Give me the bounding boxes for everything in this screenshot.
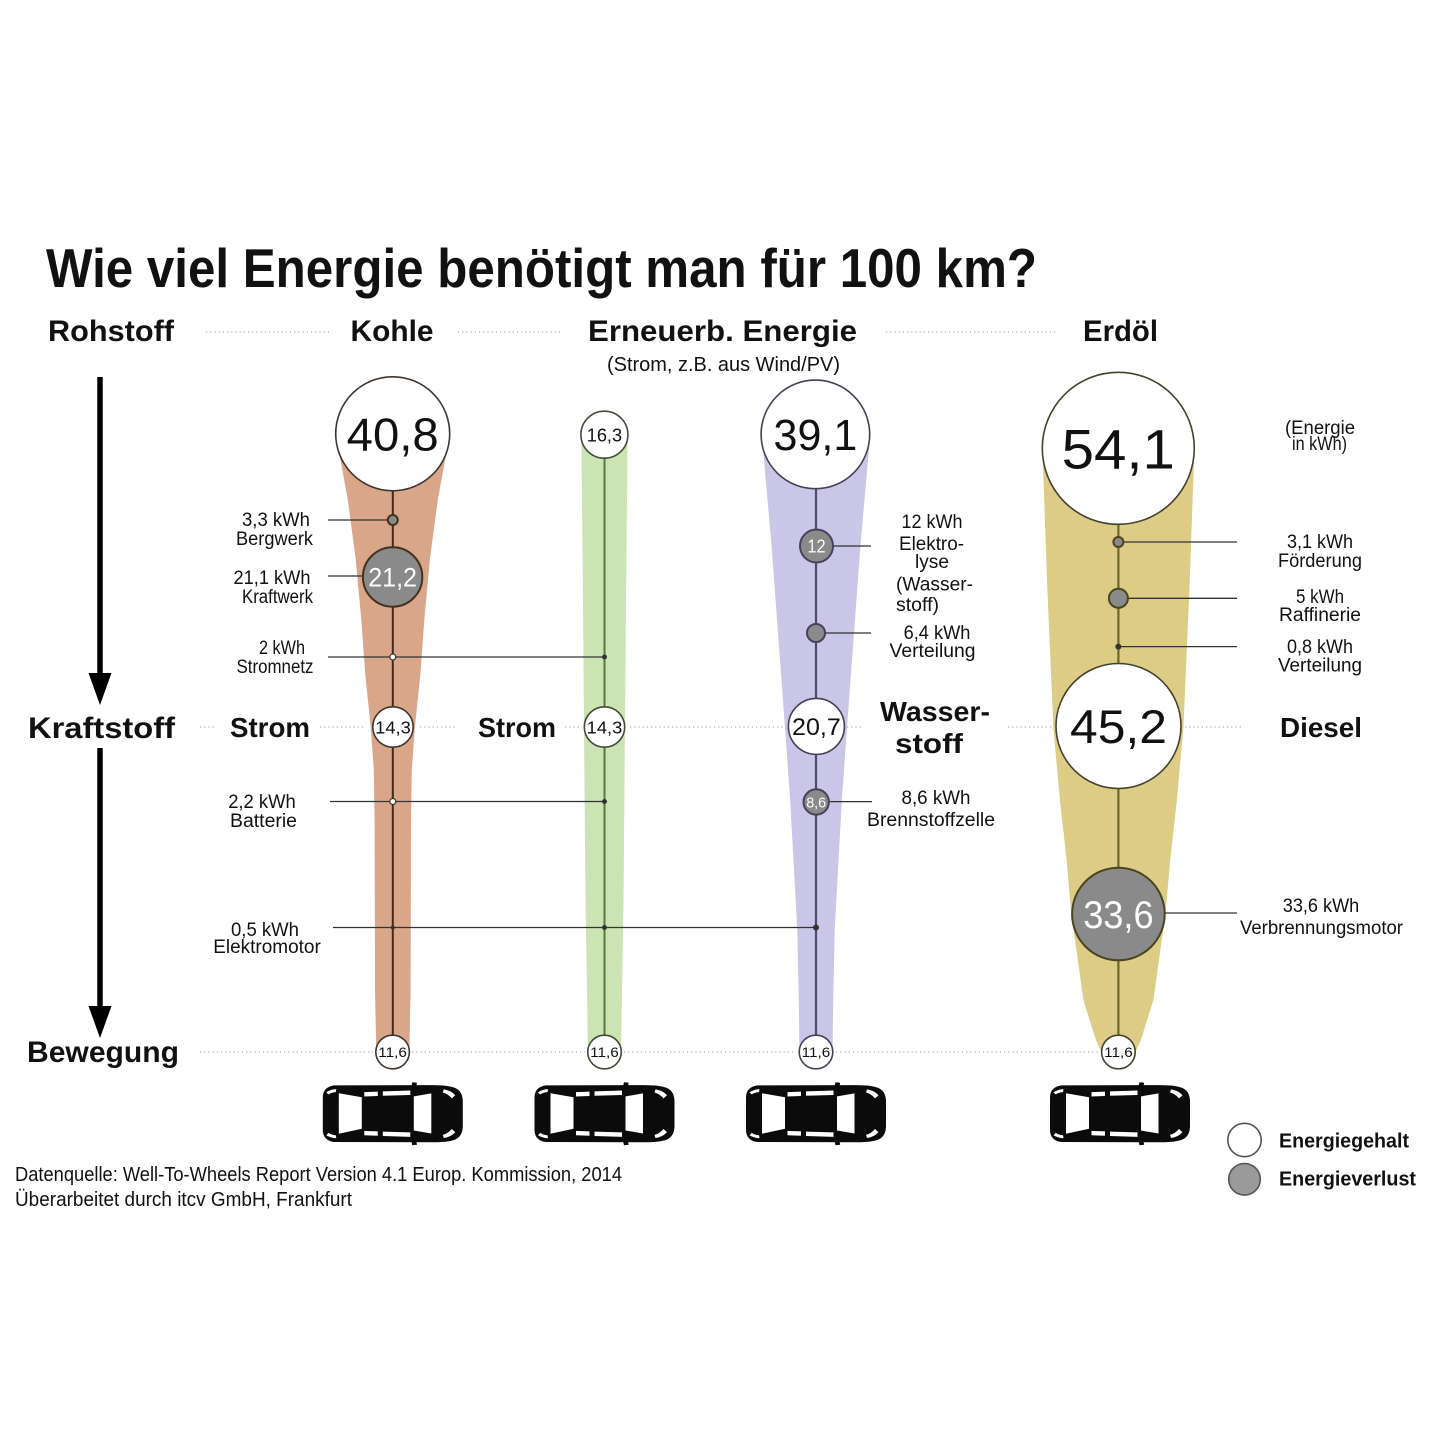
svg-text:Energiegehalt: Energiegehalt [1279, 1131, 1409, 1153]
svg-text:33,6: 33,6 [1083, 894, 1153, 937]
svg-text:8,6 kWh: 8,6 kWh [902, 788, 971, 809]
svg-text:(Wasser-: (Wasser- [896, 574, 973, 595]
svg-text:14,3: 14,3 [587, 717, 623, 737]
svg-text:33,6 kWh: 33,6 kWh [1283, 896, 1360, 917]
svg-text:16,3: 16,3 [587, 424, 622, 445]
svg-text:20,7: 20,7 [792, 715, 841, 741]
svg-text:11,6: 11,6 [590, 1044, 619, 1060]
svg-text:Überarbeitet durch itcv GmbH,: Überarbeitet durch itcv GmbH, Frankfurt [15, 1189, 352, 1211]
svg-text:Datenquelle: Well-To-Wheels Re: Datenquelle: Well-To-Wheels Report Versi… [15, 1164, 622, 1186]
svg-text:Erneuerb. Energie: Erneuerb. Energie [588, 315, 857, 348]
svg-text:Bergwerk: Bergwerk [236, 529, 313, 550]
svg-text:Verteilung: Verteilung [1278, 655, 1362, 676]
svg-text:(Strom, z.B. aus Wind/PV): (Strom, z.B. aus Wind/PV) [607, 354, 840, 376]
svg-text:3,1 kWh: 3,1 kWh [1287, 532, 1353, 553]
svg-text:Förderung: Förderung [1278, 551, 1362, 572]
svg-text:Verbrennungsmotor: Verbrennungsmotor [1240, 918, 1404, 939]
svg-text:6,4 kWh: 6,4 kWh [904, 623, 971, 644]
svg-text:Kraftstoff: Kraftstoff [28, 712, 176, 745]
svg-text:Batterie: Batterie [230, 811, 297, 832]
svg-text:45,2: 45,2 [1070, 700, 1167, 753]
svg-text:stoff: stoff [895, 728, 964, 759]
svg-text:Wasser-: Wasser- [880, 696, 990, 727]
svg-text:54,1: 54,1 [1062, 418, 1175, 481]
svg-text:Stromnetz: Stromnetz [237, 657, 314, 678]
svg-text:stoff): stoff) [896, 595, 939, 616]
svg-text:Rohstoff: Rohstoff [48, 315, 175, 348]
svg-text:Bewegung: Bewegung [27, 1036, 179, 1069]
svg-text:(Energie: (Energie [1285, 418, 1355, 439]
svg-text:Wie viel Energie benötigt man: Wie viel Energie benötigt man für 100 km… [46, 237, 1037, 299]
svg-text:11,6: 11,6 [1104, 1044, 1133, 1060]
svg-text:Kohle: Kohle [351, 315, 434, 348]
svg-text:21,1 kWh: 21,1 kWh [234, 568, 311, 589]
svg-text:2,2 kWh: 2,2 kWh [228, 792, 296, 813]
svg-text:Verteilung: Verteilung [890, 641, 976, 662]
svg-text:Strom: Strom [478, 712, 556, 743]
svg-text:Diesel: Diesel [1280, 712, 1362, 743]
svg-text:2 kWh: 2 kWh [259, 638, 305, 659]
svg-text:Kraftwerk: Kraftwerk [242, 587, 313, 608]
svg-text:Raffinerie: Raffinerie [1279, 605, 1361, 626]
svg-text:11,6: 11,6 [378, 1044, 407, 1060]
svg-text:in kWh): in kWh) [1292, 434, 1347, 455]
svg-text:Strom: Strom [230, 712, 310, 743]
svg-text:39,1: 39,1 [774, 412, 858, 460]
svg-text:5 kWh: 5 kWh [1296, 587, 1344, 608]
svg-text:14,3: 14,3 [375, 717, 411, 737]
svg-text:8,6: 8,6 [806, 794, 826, 811]
svg-text:Elektro-: Elektro- [899, 534, 964, 555]
svg-text:12: 12 [807, 536, 825, 557]
svg-text:3,3 kWh: 3,3 kWh [242, 510, 310, 531]
svg-text:Erdöl: Erdöl [1083, 315, 1158, 348]
svg-text:21,2: 21,2 [368, 563, 417, 593]
svg-text:Elektromotor: Elektromotor [213, 937, 321, 958]
svg-text:40,8: 40,8 [347, 408, 439, 460]
svg-text:Energieverlust: Energieverlust [1279, 1169, 1416, 1191]
svg-text:12 kWh: 12 kWh [902, 512, 963, 533]
svg-text:0,5 kWh: 0,5 kWh [231, 920, 299, 941]
svg-text:11,6: 11,6 [802, 1044, 831, 1060]
svg-text:0,8 kWh: 0,8 kWh [1287, 637, 1353, 658]
svg-text:Brennstoffzelle: Brennstoffzelle [867, 810, 995, 831]
svg-text:lyse: lyse [915, 552, 949, 573]
